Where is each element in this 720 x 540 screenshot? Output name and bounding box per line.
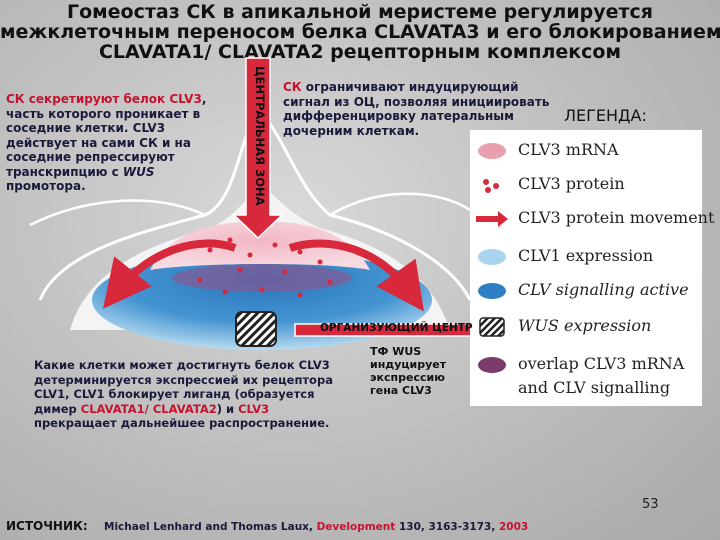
page-number: 53 (642, 497, 659, 512)
citation: Michael Lenhard and Thomas Laux, Develop… (104, 521, 528, 533)
citation-year: 2003 (498, 521, 529, 533)
organizing-center-label: ОРГАНИЗУЮЩИЙ ЦЕНТР (320, 322, 473, 334)
pink-blob-icon (478, 143, 506, 159)
legend-item-clv-signalling: CLV signalling active (470, 276, 702, 306)
red-arrow-icon (476, 211, 508, 227)
legend-label: CLV1 expression (518, 246, 654, 265)
bottom-description: Какие клетки может достигнуть белок CLV3… (34, 358, 354, 431)
legend-heading: ЛЕГЕНДА: (564, 106, 647, 125)
legend-item-clv3-protein: CLV3 protein (470, 170, 702, 200)
citation-volume: 130, 3163-3173, (395, 521, 499, 533)
legend-item-overlap: overlap CLV3 mRNA (470, 350, 702, 380)
bottom-text-part-5: прекращает дальнейшее распространение. (34, 416, 330, 430)
title-line-3: CLAVATA1/ CLAVATA2 рецепторным комплексо… (98, 41, 622, 63)
red-dots-icon (483, 179, 499, 193)
left-text-wus: WUS (122, 164, 155, 179)
left-text-part-3: , часть которого проникает в соседние кл… (6, 92, 207, 179)
clv3-mrna-zone (150, 221, 370, 270)
protein-movement-arrow-right (288, 239, 424, 312)
primordium-outline-left (29, 199, 206, 227)
clv3-protein-dots (197, 237, 333, 298)
central-zone-label: ЦЕНТРАЛЬНАЯ ЗОНА (242, 62, 270, 240)
central-zone-arrow (232, 57, 284, 240)
light-blue-blob-icon (478, 249, 506, 265)
legend-item-overlap-2: and CLV signalling (470, 374, 702, 404)
title-line-2: межклеточным переносом белка CLAVATA3 и … (0, 21, 720, 43)
legend-label: CLV3 mRNA (518, 140, 619, 159)
legend-item-clv1-expression: CLV1 expression (470, 242, 702, 272)
right-text-oc: ОЦ (353, 94, 376, 109)
right-text-part-2: ограничивают индуцирующий сигнал из (283, 80, 519, 109)
primordium-outline-right (329, 192, 471, 217)
overlap-zone (172, 264, 352, 292)
right-text-part-4: , позволяя инициировать дифференцировку … (283, 94, 550, 138)
citation-journal: Development (316, 521, 396, 533)
purple-blob-icon (478, 357, 506, 373)
source-label: ИСТОЧНИК: (6, 519, 88, 533)
blue-blob-icon (478, 283, 506, 299)
slide-title: Гомеостаз СК в апикальной меристеме регу… (0, 2, 720, 62)
bottom-text-part-1: Какие клетки может достигнуть белок CLV3… (34, 358, 333, 416)
legend-item-clv3-mrna: CLV3 mRNA (470, 136, 702, 166)
legend-label: WUS expression (518, 316, 652, 335)
tf-wus-text: ТФ WUS индуцирует экспрессию гена CLV3 (370, 345, 447, 397)
legend-item-protein-movement: CLV3 protein movement (470, 204, 714, 234)
legend-label: CLV3 protein (518, 174, 625, 193)
legend-box: CLV3 mRNA CLV3 protein CLV3 protein move… (470, 130, 714, 406)
right-text-part-1: СК (283, 80, 306, 94)
left-text-part-1: СК секретируют (6, 92, 124, 106)
bottom-text-clavata: CLAVATA1/ CLAVATA2 (80, 401, 217, 416)
legend-label: CLV3 protein movement (518, 208, 715, 227)
bottom-text-clv3: CLV3 (238, 401, 270, 416)
title-line-1: Гомеостаз СК в апикальной меристеме регу… (66, 1, 654, 23)
left-description: СК секретируют белок CLV3, часть которог… (6, 92, 238, 194)
protein-movement-arrow-left (102, 239, 237, 309)
left-text-clv3: белок CLV3 (123, 92, 202, 106)
central-zone-text: ЦЕНТРАЛЬНАЯ ЗОНА (253, 66, 267, 206)
left-text-part-5: промотора. (6, 179, 86, 193)
legend-label: CLV signalling active (518, 280, 689, 299)
hatched-box-icon (479, 317, 505, 337)
legend-label: and CLV signalling (518, 378, 671, 397)
right-description: СК ограничивают индуцирующий сигнал из О… (283, 80, 555, 138)
bottom-text-part-3: ) и (216, 401, 239, 416)
wus-expression-box (235, 311, 277, 347)
legend-item-wus-expression: WUS expression (470, 312, 702, 342)
citation-authors: Michael Lenhard and Thomas Laux, (104, 521, 317, 533)
legend-label: overlap CLV3 mRNA (518, 354, 685, 373)
